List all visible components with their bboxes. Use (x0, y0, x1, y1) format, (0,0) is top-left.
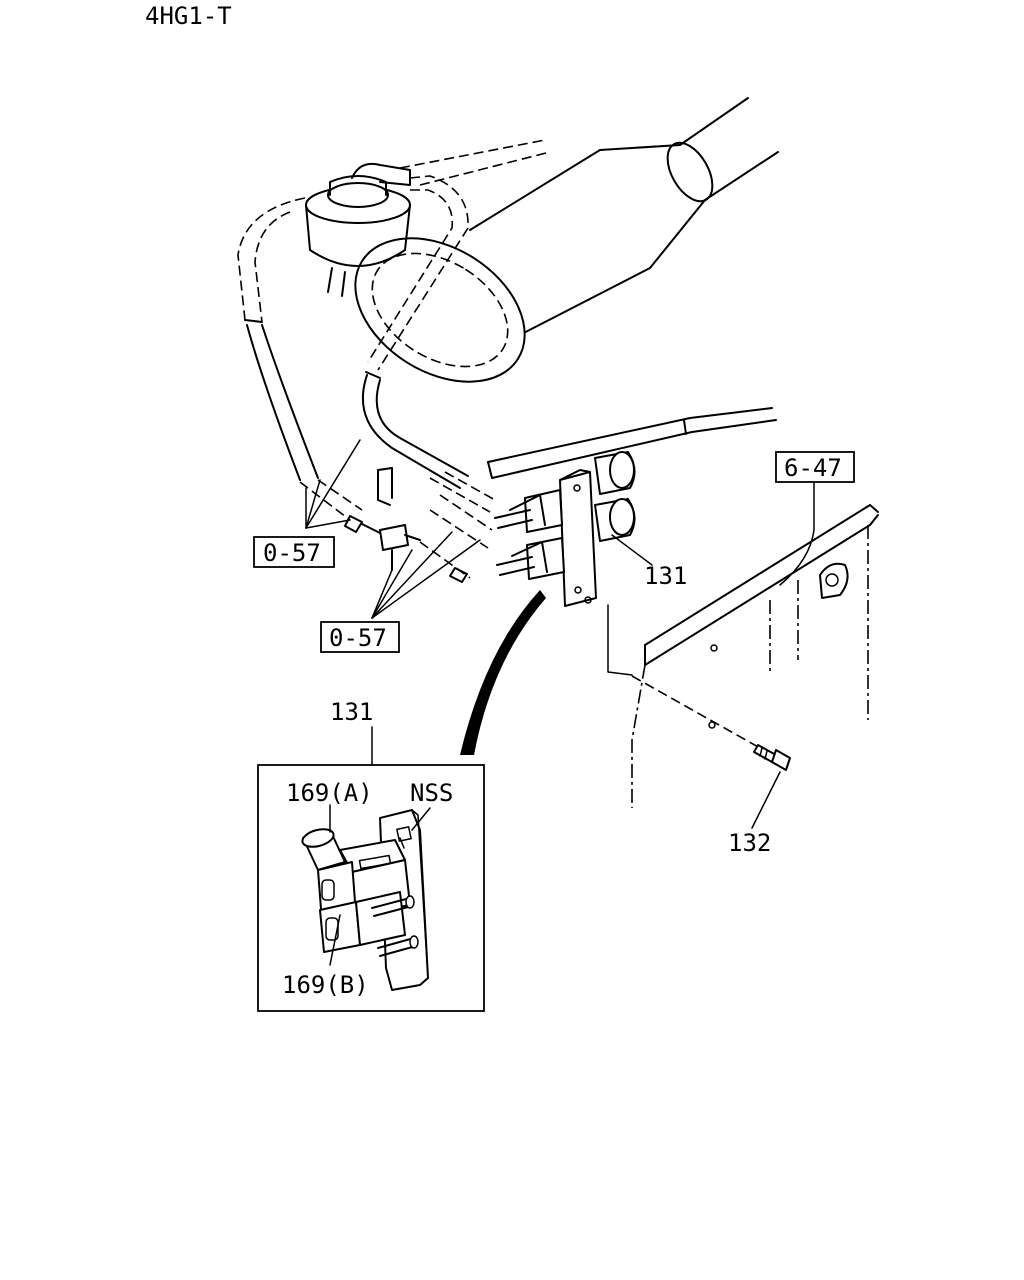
solenoid-valve-131 (494, 451, 636, 607)
detail-box: 169(A) NSS 169(B) (257, 764, 485, 1012)
ref-label-0-57-lower: 0-57 (329, 624, 387, 652)
leader-lines (305, 439, 653, 619)
label-nss: NSS (410, 779, 453, 807)
part-label-131-detail: 131 (330, 698, 373, 726)
frame-panel (631, 481, 879, 808)
bolt-132 (607, 604, 791, 829)
vacuum-actuator (305, 162, 411, 297)
detail-callout-arrow (460, 590, 546, 755)
muffler-assembly (354, 97, 779, 383)
ref-box-0-57-upper: 0-57 (253, 536, 335, 568)
part-label-169a: 169(A) (286, 779, 373, 807)
part-label-169b: 169(B) (282, 971, 369, 999)
part-label-132: 132 (728, 829, 771, 857)
part-label-131: 131 (644, 562, 687, 590)
ref-label-0-57-upper: 0-57 (263, 539, 321, 567)
ref-label-6-47: 6-47 (784, 454, 842, 482)
engine-code: 4HG1-T (145, 2, 232, 30)
vacuum-hoses (237, 175, 777, 583)
ref-box-0-57-lower: 0-57 (320, 621, 400, 653)
ref-box-6-47: 6-47 (775, 451, 855, 483)
